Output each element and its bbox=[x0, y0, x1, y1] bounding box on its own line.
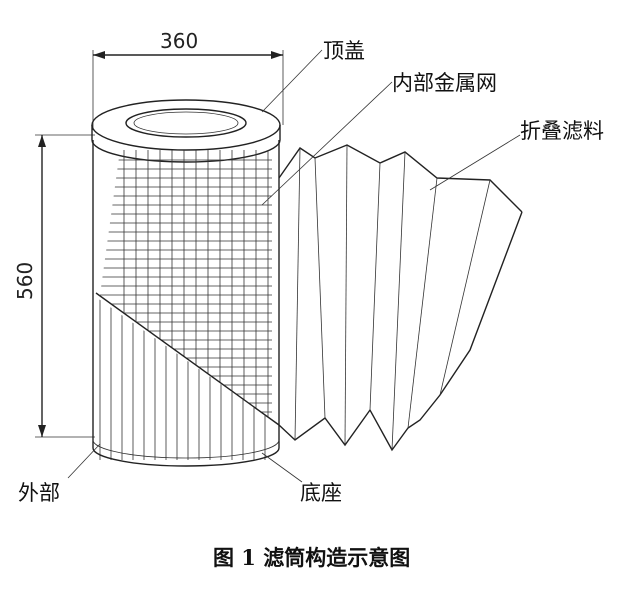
height-dimension: 560 bbox=[13, 134, 95, 438]
inner-mesh-grid bbox=[100, 150, 272, 420]
top-cover-shape bbox=[91, 99, 281, 151]
label-outer: 外部 bbox=[18, 481, 60, 505]
label-base: 底座 bbox=[300, 481, 342, 505]
label-top-cover: 顶盖 bbox=[323, 39, 365, 63]
top-cover-inner-ring bbox=[125, 108, 247, 138]
filter-cylinder bbox=[91, 99, 281, 467]
width-dimension-label: 360 bbox=[160, 29, 198, 53]
label-pleated-media: 折叠滤料 bbox=[520, 119, 604, 143]
base-shape bbox=[92, 447, 280, 467]
height-dimension-label: 560 bbox=[13, 262, 37, 300]
pleated-media bbox=[278, 144, 523, 452]
outer-shell-lines bbox=[99, 295, 266, 460]
label-inner-mesh: 内部金属网 bbox=[392, 71, 497, 95]
width-dimension: 360 bbox=[92, 29, 284, 130]
figure-caption: 图 1 滤筒构造示意图 bbox=[213, 545, 410, 570]
leader-lines bbox=[67, 49, 521, 483]
